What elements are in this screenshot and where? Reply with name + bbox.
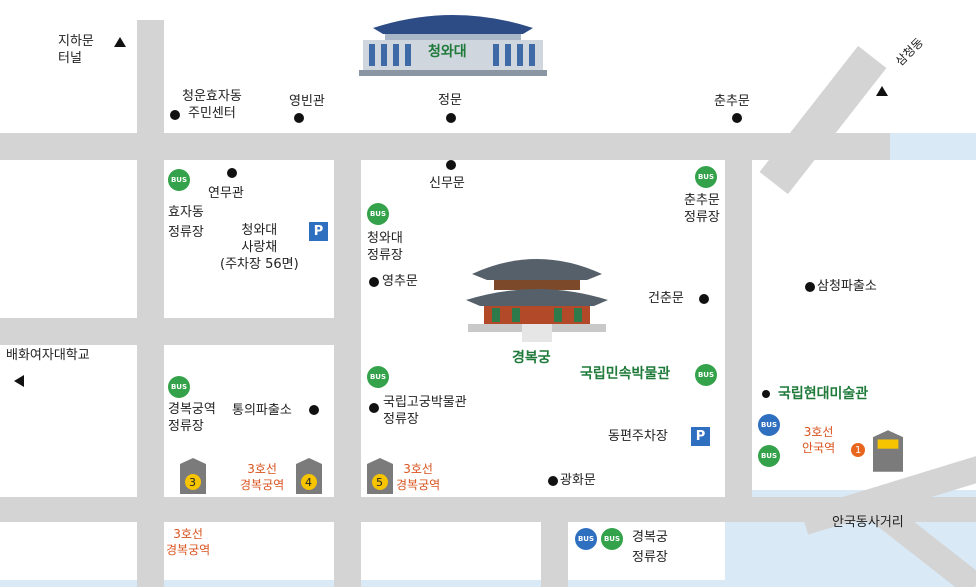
gyeongbokgung-station-stop-label: 경복궁역 정류장 — [168, 402, 216, 434]
block-west-bottom — [0, 345, 137, 497]
anguk-crossroad-label: 안국동사거리 — [832, 515, 904, 530]
road-col-3 — [725, 133, 752, 522]
bus-stop-icon: BUS — [758, 445, 780, 467]
jeongmun-dot — [446, 113, 456, 123]
jahamun-tunnel-label: 지하문 터널 — [58, 34, 94, 66]
hyoja-stop-label: 효자동 정류장 — [168, 205, 204, 240]
sinmumun-label: 신무문 — [429, 176, 465, 191]
yeongchumun-dot — [369, 277, 379, 287]
gwanghwamun-label: 광화문 — [560, 473, 596, 488]
geonchunmun-dot — [699, 294, 709, 304]
cheongwadae-building-icon — [359, 15, 547, 76]
subway-exit-4-label: 3호선 경복궁역 — [240, 462, 285, 492]
yeongbingwan-label: 영빈관 — [289, 94, 325, 109]
cheongwadae-label: 청와대 — [428, 44, 467, 60]
cheongwadae-stop-label: 청와대 정류장 — [367, 231, 403, 263]
sinmumun-dot — [446, 160, 456, 170]
bus-stop-icon: BUS — [367, 203, 389, 225]
road-col-2 — [334, 133, 361, 587]
block-south-west — [164, 522, 334, 580]
samcheongdong-arrow-icon — [876, 86, 888, 96]
subway-exit-4-number: 4 — [305, 476, 312, 489]
subway-exit-5-icon — [367, 458, 393, 494]
subway-exit-5-number: 5 — [376, 476, 383, 489]
block-south-mid — [361, 522, 541, 580]
road-north — [0, 133, 890, 160]
ewha-label: 배화여자대학교 — [6, 348, 90, 363]
chunchumun-top-label: 춘추문 — [714, 94, 750, 109]
road-west-mid — [0, 318, 361, 345]
bus-stop-icon: BUS — [575, 528, 597, 550]
gyeongbokgung-pavilion-icon — [466, 259, 608, 342]
yeonmugwan-dot — [227, 168, 237, 178]
palace-museum-dot — [369, 403, 379, 413]
tongui-police-label: 통의파출소 — [232, 403, 292, 418]
anguk-exit-icon — [873, 430, 903, 472]
mmca-label: 국립현대미술관 — [778, 386, 869, 402]
bus-stop-icon: BUS — [367, 366, 389, 388]
gyeongbokgung-label: 경복궁 — [512, 350, 551, 366]
bus-stop-icon: BUS — [168, 169, 190, 191]
block-hyoja — [164, 160, 334, 318]
chunchumun-top-dot — [732, 113, 742, 123]
subway-exit-3-icon — [180, 458, 206, 494]
parking-icon: P — [691, 427, 710, 446]
cheongunhyoja-dot — [170, 110, 180, 120]
bus-stop-icon: BUS — [695, 166, 717, 188]
jeongmun-label: 정문 — [438, 93, 462, 108]
samcheong-police-label: 삼청파출소 — [817, 279, 877, 294]
folk-museum-label: 국립민속박물관 — [580, 366, 671, 382]
mmca-dot — [762, 390, 770, 398]
yeongchumun-label: 영추문 — [382, 274, 418, 289]
bus-stop-icon: BUS — [168, 376, 190, 398]
bus-stop-icon: BUS — [695, 364, 717, 386]
chunchumun-stop-label: 춘추문 정류장 — [684, 193, 720, 225]
yeongbingwan-dot — [294, 113, 304, 123]
gyeongbokgung-bus-stop-label: 경복궁 정류장 — [632, 530, 668, 565]
bus-stop-icon: BUS — [758, 414, 780, 436]
yeonmugwan-label: 연무관 — [208, 186, 244, 201]
tunnel-triangle-icon — [114, 37, 126, 47]
anguk-station-label: 3호선 안국역 — [802, 425, 836, 455]
parking-icon: P — [309, 222, 328, 241]
geonchunmun-label: 건춘문 — [648, 291, 684, 306]
block-east — [752, 160, 976, 490]
east-parking-label: 동편주차장 — [608, 429, 668, 444]
subway-exit-4-icon — [296, 458, 322, 494]
samcheong-police-dot — [805, 282, 815, 292]
anguk-exit-1-marker — [851, 443, 865, 457]
block-far-south-west — [0, 522, 137, 580]
anguk-exit-1-number: 1 — [855, 445, 862, 456]
block-west-top — [0, 160, 137, 318]
gwanghwamun-dot — [548, 476, 558, 486]
subway-exit-5-label: 3호선 경복궁역 — [396, 462, 441, 492]
subway-exit-3-number: 3 — [189, 476, 196, 489]
palace-museum-stop-label: 국립고궁박물관 정류장 — [383, 395, 467, 427]
bus-stop-icon: BUS — [601, 528, 623, 550]
tongui-police-dot — [309, 405, 319, 415]
subway-exit-3-label: 3호선 경복궁역 — [166, 527, 211, 557]
sarangchae-label: 청와대 사랑채 (주차장 56면) — [220, 223, 299, 272]
ewha-arrow-icon — [14, 375, 24, 387]
road-col-1 — [137, 20, 164, 587]
cheongunhyoja-label: 청운효자동 주민센터 — [182, 89, 242, 121]
road-col-4 — [541, 497, 568, 587]
